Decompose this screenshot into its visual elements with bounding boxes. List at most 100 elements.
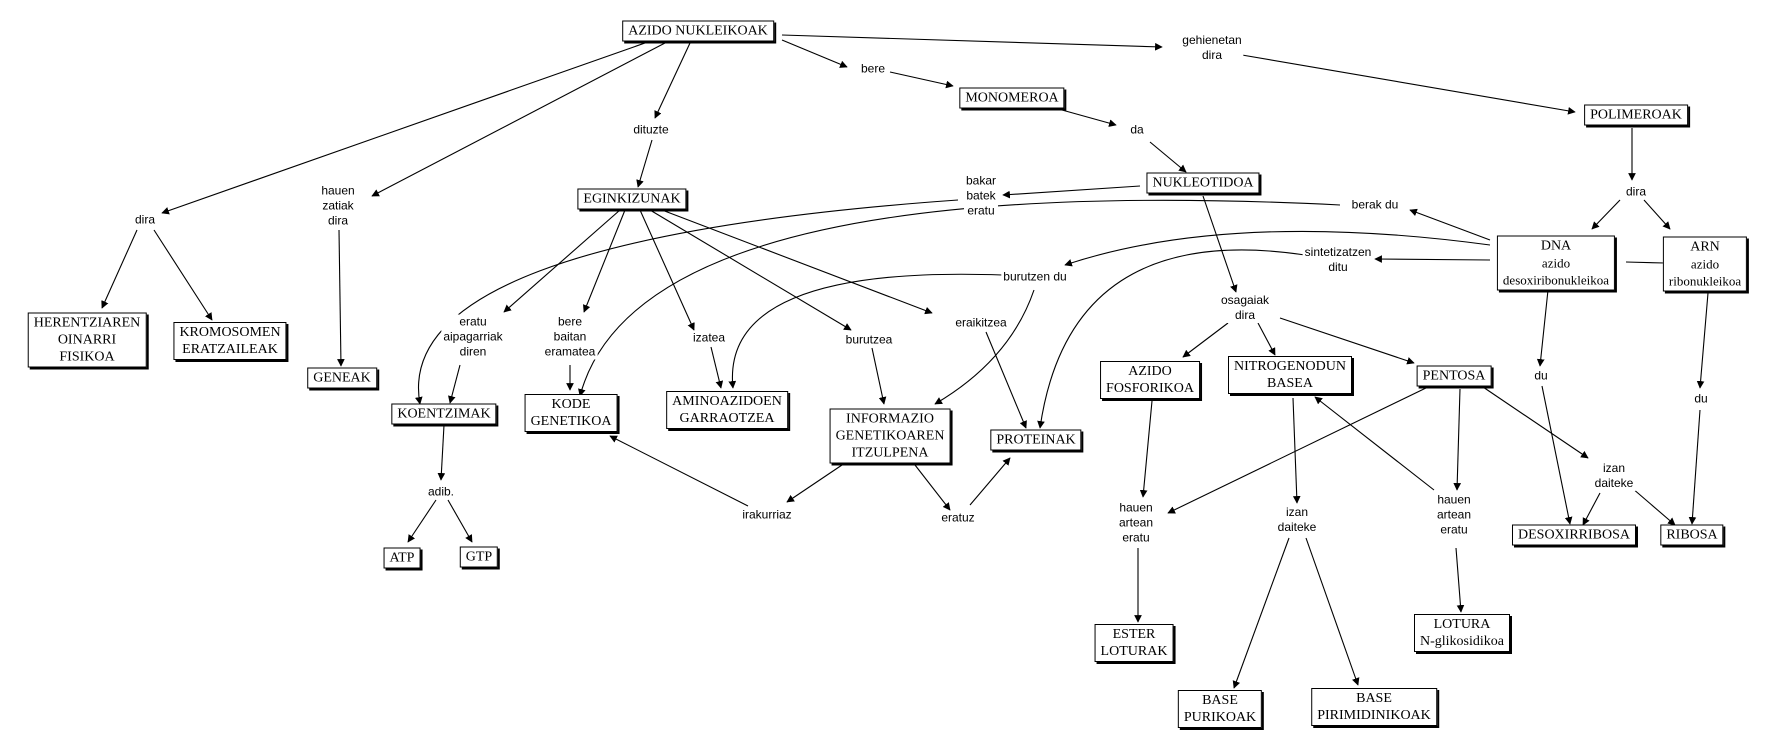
edge-du-left-desoxirribosa <box>1541 385 1573 525</box>
link-eratuz: eratuz <box>939 510 977 526</box>
edge-informazio-eratuz <box>914 464 951 511</box>
node-nukleotidoa[interactable]: NUKLEOTIDOA <box>1146 172 1260 194</box>
edge-izatea-aminoazidoen <box>710 346 724 389</box>
link-irakurriaz: irakurriaz <box>740 507 794 523</box>
edge-dna-sintetizatzen <box>1374 255 1491 263</box>
edge-izan-mid-pirimidinikoak <box>1305 537 1360 686</box>
edge-informazio-irakurriaz <box>786 464 843 503</box>
edge-da-nukleotidoa <box>1149 141 1187 173</box>
edge-dna-berak-du <box>1409 208 1491 241</box>
edge-dira-right-arn <box>1643 199 1671 230</box>
edge-dira-right-dna <box>1591 199 1621 230</box>
edge-eginkizunak-eraikitzea <box>661 209 933 315</box>
link-hauen-artean-eratu-left: hauen artean eratu <box>1116 500 1156 546</box>
link-adib: adib. <box>425 484 457 500</box>
edge-irakurriaz-kode <box>609 435 749 507</box>
link-sintetizatzen-ditu: sintetizatzen ditu <box>1302 245 1374 275</box>
edge-nukleotidoa-bakar <box>1002 185 1141 199</box>
node-nitrogenodun-basea[interactable]: NITROGENODUN BASEA <box>1228 356 1352 394</box>
edge-eginkizunak-izatea <box>639 209 695 331</box>
link-bakar-batek-eratu: bakar batek eratu <box>963 173 999 219</box>
node-koentzimak[interactable]: KOENTZIMAK <box>391 403 497 425</box>
edge-ditutze-eginkizunak <box>636 139 653 188</box>
edge-dna-du-left <box>1536 289 1549 367</box>
link-gehienetan-dira: gehienetan dira <box>1180 33 1244 63</box>
node-desoxirribosa[interactable]: DESOXIRRIBOSA <box>1511 524 1637 546</box>
link-izan-daiteke-mid: izan daiteke <box>1275 505 1319 535</box>
node-geneak[interactable]: GENEAK <box>307 367 377 389</box>
node-base-pirimidinikoak[interactable]: BASE PIRIMIDINIKOAK <box>1311 688 1437 726</box>
edge-burutzen-du-aminoazidoen <box>728 273 1003 389</box>
edge-monomeroa-da <box>1061 109 1117 127</box>
node-herentziaren-oinarri-fisikoa[interactable]: HERENTZIAREN OINARRI FISIKOA <box>27 312 147 368</box>
node-ribosa[interactable]: RIBOSA <box>1660 524 1724 546</box>
link-bere: bere <box>858 61 888 77</box>
node-azido-fosforikoa[interactable]: AZIDO FOSFORIKOA <box>1100 361 1200 399</box>
edge-arn-burutzen-du <box>1625 261 1666 264</box>
edge-bere-monomeroa <box>889 71 954 89</box>
edge-gehienetan-polimeroak <box>1241 54 1576 115</box>
edge-eratu-koentzimak <box>448 364 461 404</box>
link-du-right: du <box>1692 391 1710 407</box>
link-dira-right: dira <box>1623 184 1649 200</box>
edge-du-right-ribosa <box>1688 409 1701 525</box>
edge-dna-burutzen-du <box>1064 230 1491 267</box>
edge-arn-du-right <box>1696 292 1709 389</box>
node-polimeroak[interactable]: POLIMEROAK <box>1584 104 1688 126</box>
link-burutzea: burutzea <box>843 332 895 348</box>
link-eraikitzea: eraikitzea <box>953 315 1009 331</box>
node-gtp[interactable]: GTP <box>459 546 499 568</box>
node-ester-loturak[interactable]: ESTER LOTURAK <box>1094 624 1174 662</box>
node-base-purikoak[interactable]: BASE PURIKOAK <box>1177 690 1263 728</box>
edge-hauen-right-nitrogenodun <box>1314 396 1435 491</box>
edge-azido-ditutze <box>654 42 691 119</box>
node-kromosomen-eratzaileak[interactable]: KROMOSOMEN ERATZAILEAK <box>173 322 287 360</box>
edge-izan-mid-purikoak <box>1232 537 1290 689</box>
edge-eginkizunak-eratu <box>503 209 621 313</box>
edge-osagaiak-azido-fosforikoa <box>1182 322 1229 358</box>
link-dira-left: dira <box>132 212 158 228</box>
link-berak-du: berak du <box>1349 197 1401 213</box>
edge-pentosa-hauen-right <box>1453 388 1462 491</box>
edge-osagaiak-nitrogenodun <box>1257 322 1276 356</box>
node-pentosa[interactable]: PENTOSA <box>1416 365 1492 387</box>
link-osagaiak-dira: osagaiak dira <box>1218 293 1272 323</box>
edge-eginkizunak-burutzea <box>649 209 852 331</box>
edge-eginkizunak-bere-baitan <box>583 209 626 313</box>
node-proteinak[interactable]: PROTEINAK <box>990 429 1082 451</box>
edge-bakar-koentzimak <box>414 199 959 405</box>
node-eginkizunak[interactable]: EGINKIZUNAK <box>577 188 687 210</box>
edge-pentosa-hauen-left <box>1167 386 1429 514</box>
edge-azido-hauen-zatiak <box>371 42 666 197</box>
link-da: da <box>1128 122 1146 138</box>
link-hauen-artean-eratu-right: hauen artean eratu <box>1434 492 1474 538</box>
edge-eraikitzea-proteinak <box>985 331 1027 429</box>
edge-pentosa-izan-right <box>1482 386 1589 459</box>
edge-eratuz-proteinak <box>969 457 1011 506</box>
edge-azido-gehienetan <box>781 34 1163 51</box>
edge-nitrogenodun-izan-mid <box>1292 397 1301 504</box>
link-hauen-zatiak-dira: hauen zatiak dira <box>319 183 357 229</box>
node-lotura-n-glikosidikoa[interactable]: LOTURA N-glikosidikoa <box>1414 614 1510 652</box>
node-atp[interactable]: ATP <box>383 547 421 569</box>
node-monomeroa[interactable]: MONOMEROA <box>959 87 1065 109</box>
node-kode-genetikoa[interactable]: KODE GENETIKOA <box>524 394 618 432</box>
node-informazio-genetikoaren-itzulpena[interactable]: INFORMAZIO GENETIKOAREN ITZULPENA <box>829 408 951 464</box>
edge-azido-dira-left <box>161 42 646 215</box>
node-arn[interactable]: ARN azido ribonukleikoa <box>1662 236 1748 292</box>
edge-dira-left-kromosomen <box>153 229 213 321</box>
link-ditutze: dituzte <box>631 122 671 138</box>
edge-hauen-zatiak-geneak <box>337 229 345 367</box>
edge-azido-bere <box>781 39 848 68</box>
edge-izan-right-ribosa <box>1631 487 1676 526</box>
link-bere-baitan-eramatea: bere baitan eramatea <box>542 314 598 360</box>
node-dna[interactable]: DNA azido desoxiribonukleikoa <box>1496 235 1616 291</box>
edge-adib-gtp <box>447 499 473 543</box>
node-azido-nukleikoak[interactable]: AZIDO NUKLEIKOAK <box>622 20 774 42</box>
link-izan-daiteke-right: izan daiteke <box>1592 461 1636 491</box>
edge-burutzea-informazio <box>871 347 887 405</box>
node-aminoazidoen-garraotzea[interactable]: AMINOAZIDOEN GARRAOTZEA <box>666 391 788 429</box>
edge-burutzen-du-informazio <box>934 289 1035 405</box>
edge-izan-right-desoxirribosa <box>1582 492 1601 526</box>
edge-azido-fosforikoa-hauen-left <box>1139 400 1153 498</box>
